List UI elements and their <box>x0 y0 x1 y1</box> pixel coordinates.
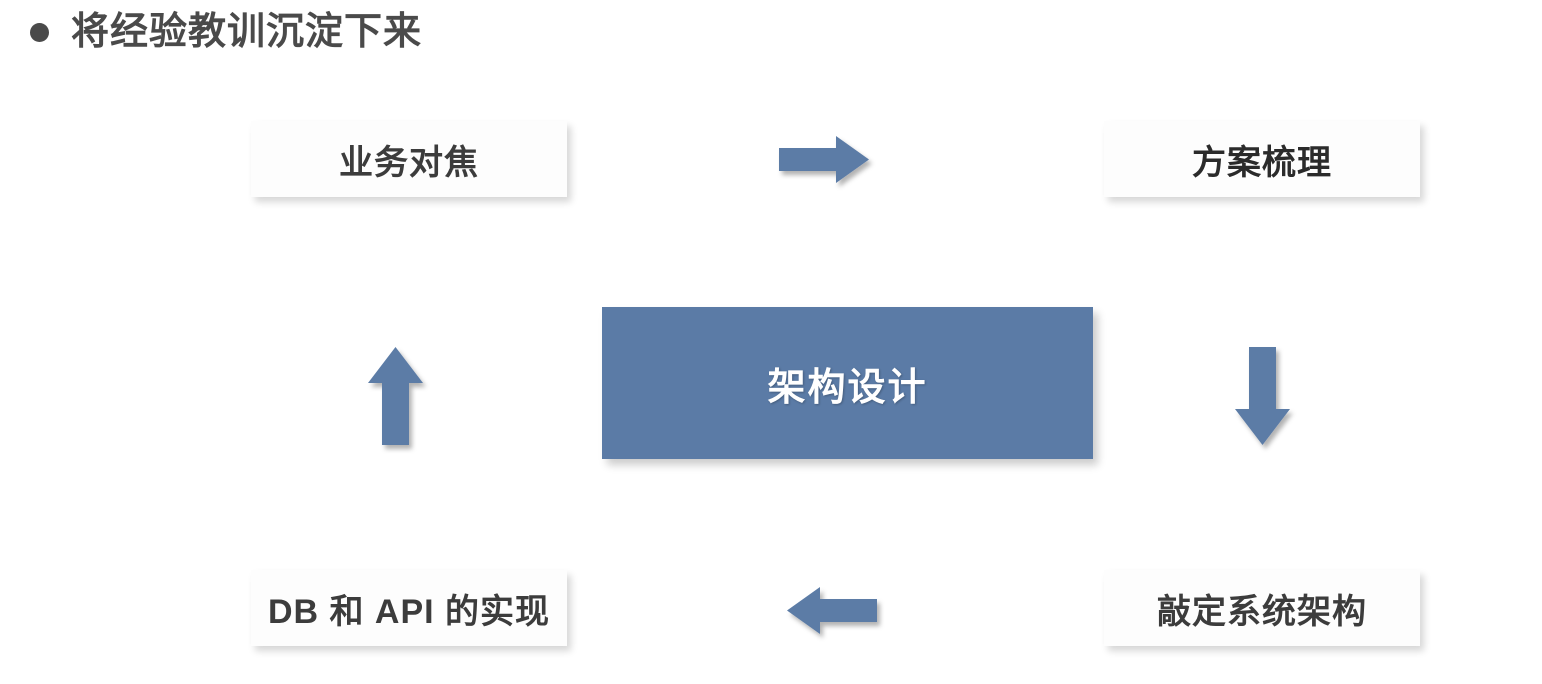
node-business-focus[interactable]: 业务对焦 <box>251 121 567 197</box>
node-architecture-design[interactable]: 架构设计 <box>602 307 1093 459</box>
bullet-dot-icon <box>30 22 49 42</box>
arrow-up-icon <box>368 347 423 445</box>
arrow-down-icon <box>1235 347 1290 445</box>
node-label: DB 和 API 的实现 <box>267 592 551 631</box>
arrow-right-icon <box>779 136 869 183</box>
node-label: 敲定系统架构 <box>1157 592 1367 631</box>
node-label: 架构设计 <box>767 366 928 409</box>
node-label: 业务对焦 <box>339 143 479 182</box>
page-title: 将经验教训沉淀下来 <box>71 11 423 53</box>
node-db-api-implementation[interactable]: DB 和 API 的实现 <box>251 570 567 646</box>
node-solution-review[interactable]: 方案梳理 <box>1104 121 1420 197</box>
slide-title-row: 将经验教训沉淀下来 <box>30 8 422 56</box>
arrow-left-icon <box>787 587 877 634</box>
node-finalize-system-architecture[interactable]: 敲定系统架构 <box>1104 570 1420 646</box>
node-label: 方案梳理 <box>1192 143 1332 182</box>
